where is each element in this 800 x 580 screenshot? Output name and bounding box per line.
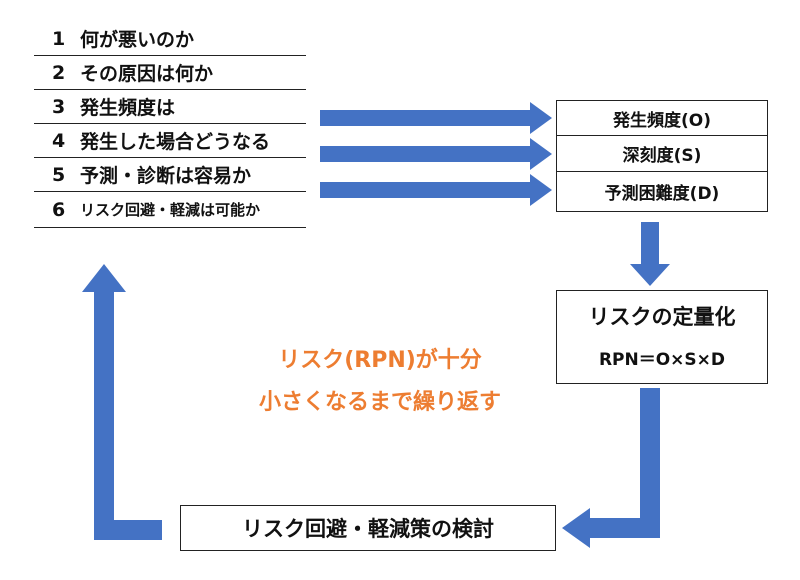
risk-quantification-box: リスクの定量化 RPN＝O×S×D	[556, 290, 768, 384]
loop-note-line2: 小さくなるまで繰り返す	[258, 390, 501, 415]
arrow-return-loop	[82, 264, 162, 540]
list-item-text: 予測・診断は容易か	[80, 165, 252, 187]
list-item: 4 発生した場合どうなる	[34, 124, 306, 158]
list-item-text: 何が悪いのか	[80, 29, 195, 51]
list-item-number: 2	[52, 61, 66, 84]
list-item-text: 発生頻度は	[80, 97, 176, 119]
loop-note: リスク(RPN)が十分 小さくなるまで繰り返す	[210, 340, 550, 424]
arrow-down-quantify	[630, 222, 670, 286]
list-item: 2 その原因は何か	[34, 56, 306, 90]
list-item: 3 発生頻度は	[34, 90, 306, 124]
list-item-number: 6	[52, 198, 66, 221]
detection-box: 予測困難度(D)	[556, 172, 768, 212]
list-item: 1 何が悪いのか	[34, 22, 306, 56]
loop-note-line1: リスク(RPN)が十分	[278, 348, 482, 373]
rpn-formula: RPN＝O×S×D	[598, 350, 726, 370]
severity-box: 深刻度(S)	[556, 136, 768, 172]
arrow-detection	[320, 174, 552, 206]
arrow-to-action	[562, 388, 660, 548]
list-item-number: 3	[52, 95, 66, 118]
list-item-text: その原因は何か	[80, 63, 214, 85]
list-item: 6 リスク回避・軽減は可能か	[34, 192, 306, 228]
arrow-severity	[320, 138, 552, 170]
occurrence-box: 発生頻度(O)	[556, 100, 768, 136]
quantification-title: リスクの定量化	[588, 305, 736, 329]
list-item-number: 5	[52, 163, 66, 186]
list-item: 5 予測・診断は容易か	[34, 158, 306, 192]
action-box: リスク回避・軽減策の検討	[180, 505, 556, 551]
list-item-number: 4	[52, 129, 66, 152]
list-item-number: 1	[52, 27, 66, 50]
arrow-occurrence	[320, 102, 552, 134]
question-list: 1 何が悪いのか 2 その原因は何か 3 発生頻度は 4 発生した場合どうなる …	[34, 22, 306, 228]
list-item-text: 発生した場合どうなる	[80, 131, 271, 153]
list-item-text: リスク回避・軽減は可能か	[80, 201, 261, 219]
